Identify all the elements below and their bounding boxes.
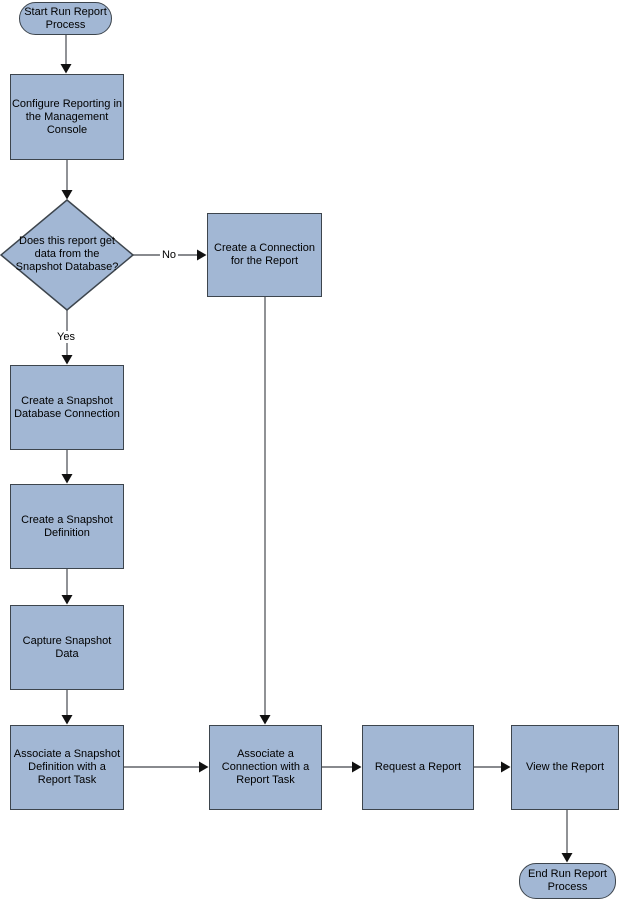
node-associate-connection-label: Associate a Connection with a Report Tas… — [221, 748, 310, 786]
node-start-label: Start Run Report Process — [24, 5, 107, 31]
connector-snapshot-definition-to-capture — [61, 569, 73, 605]
connector-start-to-configure — [60, 35, 72, 74]
node-snapshot-definition-label: Create a Snapshot Definition — [21, 513, 113, 539]
node-snapshot-db-connection-label: Create a Snapshot Database Connection — [14, 394, 120, 420]
connector-associate-connection-to-request-report — [322, 761, 362, 773]
connector-associate-snapshot-to-associate-connection — [124, 761, 209, 773]
node-associate-snapshot-label: Associate a Snapshot Definition with a R… — [13, 748, 121, 786]
node-end-terminator: End Run Report Process — [519, 863, 616, 899]
node-associate-connection: Associate a Connection with a Report Tas… — [209, 725, 322, 810]
connector-request-report-to-view-report — [474, 761, 511, 773]
node-create-connection: Create a Connection for the Report — [207, 213, 322, 297]
node-snapshot-db-connection: Create a Snapshot Database Connection — [10, 365, 124, 450]
node-view-report: View the Report — [511, 725, 619, 810]
decision-diamond-shape — [0, 199, 135, 311]
node-configure-reporting: Configure Reporting in the Management Co… — [10, 74, 124, 160]
connector-capture-to-associate-snapshot — [61, 690, 73, 725]
branch-label-no: No — [159, 249, 179, 261]
node-request-report-label: Request a Report — [374, 761, 462, 773]
node-capture-snapshot: Capture Snapshot Data — [10, 605, 124, 690]
node-request-report: Request a Report — [362, 725, 474, 810]
connector-view-report-to-end — [561, 810, 573, 863]
node-create-connection-label: Create a Connection for the Report — [214, 242, 315, 267]
connector-create-connection-to-associate-connection — [259, 297, 271, 725]
node-decision-label: Does this report get data from the Snaps… — [15, 235, 119, 273]
node-associate-snapshot: Associate a Snapshot Definition with a R… — [10, 725, 124, 810]
node-capture-snapshot-label: Capture Snapshot Data — [22, 634, 112, 660]
node-end-label: End Run Report Process — [528, 868, 607, 893]
connector-snapshot-db-to-snapshot-definition — [61, 450, 73, 484]
branch-label-yes: Yes — [55, 331, 77, 343]
node-snapshot-definition: Create a Snapshot Definition — [10, 484, 124, 569]
node-configure-reporting-label: Configure Reporting in the Management Co… — [11, 97, 123, 136]
node-start-terminator: Start Run Report Process — [19, 2, 112, 35]
node-view-report-label: View the Report — [525, 761, 605, 773]
connector-configure-to-decision — [61, 160, 73, 200]
